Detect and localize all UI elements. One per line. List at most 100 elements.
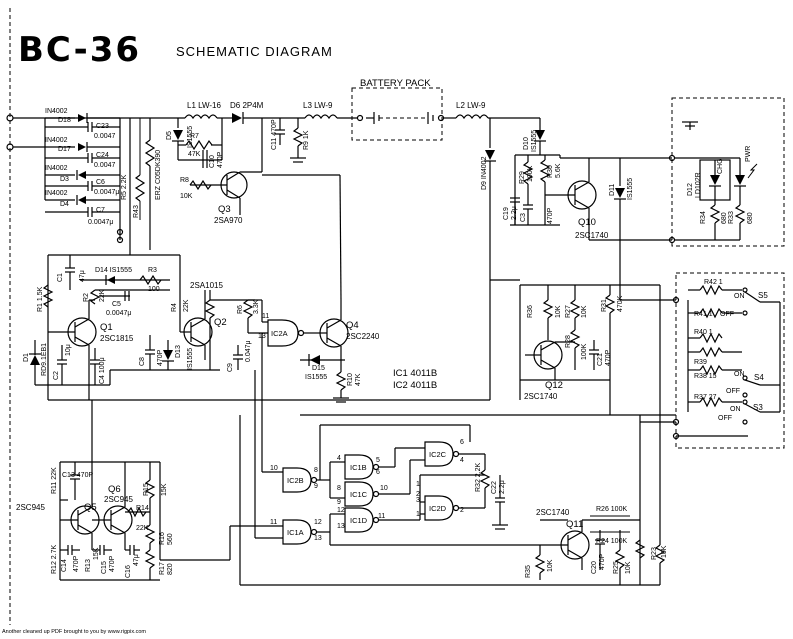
label-pin9: 9	[314, 483, 318, 490]
label-r28v: 100K	[581, 343, 588, 360]
label-ic1b: IC1B	[350, 463, 367, 472]
label-r23v: 10K	[661, 545, 668, 558]
label-r33: R33	[728, 211, 735, 224]
label-is1555c: IS1555	[627, 178, 634, 200]
label-r8: R8	[180, 177, 189, 184]
label-pwr: PWR	[745, 146, 752, 162]
q12-stage	[519, 284, 660, 415]
label-q6: Q6	[108, 484, 121, 495]
label-ic-note-1: IC1 4011B	[393, 368, 437, 379]
label-d5: D5	[166, 131, 173, 140]
label-q3t: 2SA970	[214, 216, 243, 225]
label-c4: C4 100μ	[99, 357, 106, 384]
label-pin11c: 11	[378, 513, 385, 520]
label-c16: C16	[125, 565, 132, 578]
label-r6: R6	[237, 305, 244, 314]
label-q10: Q10	[578, 217, 596, 228]
label-q6t: 2SC945	[104, 495, 133, 504]
label-r11: R11 22K	[51, 467, 58, 494]
label-s3: S3	[753, 403, 763, 412]
label-c2v: 10μ	[65, 344, 72, 356]
label-pin11b: 11	[270, 519, 277, 526]
label-pin2: 2	[460, 507, 464, 514]
led-box	[668, 97, 785, 247]
label-r14: R14	[136, 505, 149, 512]
label-is1555e: IS1555	[305, 374, 327, 381]
label-q2: Q2	[214, 317, 227, 328]
label-ld102r: LD102R	[695, 172, 702, 198]
label-r9: R9 1K	[303, 130, 310, 150]
label-r42: R42 1	[704, 279, 723, 286]
label-r13: R13	[85, 559, 92, 572]
label-d4: D4	[60, 201, 69, 208]
label-d18: D18	[58, 117, 71, 124]
label-r27v: 10K	[581, 305, 588, 318]
footer-credit: Another cleaned up PDF brought to you by…	[2, 629, 146, 635]
label-pin9b: 9	[337, 499, 341, 506]
label-r33v: 680	[747, 212, 754, 224]
label-is1555d: IS1555	[187, 348, 194, 370]
label-r4: R4	[171, 303, 178, 312]
label-r8v: 10K	[180, 193, 193, 200]
label-q4t: 2SC2240	[346, 332, 380, 341]
label-c1v: 47μ	[79, 270, 86, 282]
label-c9: C9	[227, 363, 234, 372]
label-r38: R38 15	[694, 373, 717, 380]
label-r31v: 470K	[617, 295, 624, 312]
label-c21v: 470P	[605, 349, 612, 366]
label-ic2d: IC2D	[429, 504, 447, 513]
label-pin13: 13	[258, 333, 266, 340]
label-c10: C10	[209, 155, 216, 168]
label-c19: C19	[503, 207, 510, 220]
label-is1555a: IS1555	[187, 126, 194, 148]
label-d3: D3	[60, 176, 69, 183]
label-on-c: ON	[730, 406, 741, 413]
label-r30v: 5.6K	[555, 163, 562, 178]
label-pin13c: 13	[337, 523, 345, 530]
label-r43: R43	[133, 205, 140, 218]
label-r30: R30	[547, 165, 554, 178]
label-r4v: 22K	[183, 299, 190, 312]
label-r29v: 100K	[527, 165, 534, 182]
label-r34: R34	[700, 211, 707, 224]
label-r41: R41 1	[694, 311, 713, 318]
label-r3v: 100	[148, 286, 160, 293]
q1-q2-stage	[29, 254, 220, 400]
label-l3: L3 LW-9	[303, 101, 333, 110]
label-pin3: 3	[416, 497, 420, 504]
label-c13: C13 470P	[62, 472, 93, 479]
label-erz: ERZ C05DK390	[155, 150, 162, 200]
label-r17: R17	[159, 562, 166, 575]
label-r6v: 3.3K	[253, 299, 260, 314]
top-rail	[130, 87, 541, 141]
label-q11: Q11	[566, 519, 583, 530]
label-r7: R7	[190, 133, 199, 140]
label-c15v: 470P	[109, 555, 116, 572]
label-r36: R36	[527, 305, 534, 318]
q10-stage	[484, 118, 672, 280]
label-r5: R5 2.2K	[121, 174, 128, 200]
label-c16v: 47μ	[133, 554, 140, 566]
label-is1555b: IS1555	[531, 130, 538, 152]
label-c1: C1	[57, 273, 64, 282]
label-ic2a: IC2A	[271, 329, 288, 338]
label-c8: C8	[139, 357, 146, 366]
label-r15v: 15K	[161, 483, 168, 496]
label-off-a: OFF	[720, 311, 734, 318]
label-pin12: 12	[314, 519, 322, 526]
label-c14: C14	[61, 559, 68, 572]
label-r27: R27	[565, 305, 572, 318]
label-ic1a: IC1A	[287, 528, 304, 537]
label-r35v: 10K	[547, 559, 554, 572]
label-pin11: 11	[262, 313, 269, 320]
label-r28: R28	[565, 335, 572, 348]
label-r25v: 10K	[625, 561, 632, 574]
label-pin8: 8	[314, 467, 318, 474]
label-r35: R35	[525, 565, 532, 578]
label-c3: C3	[520, 213, 527, 222]
label-d17: D17	[58, 146, 71, 153]
label-q12: Q12	[545, 380, 563, 391]
label-r36v: 10K	[555, 305, 562, 318]
label-c20v: 470P	[599, 553, 606, 570]
